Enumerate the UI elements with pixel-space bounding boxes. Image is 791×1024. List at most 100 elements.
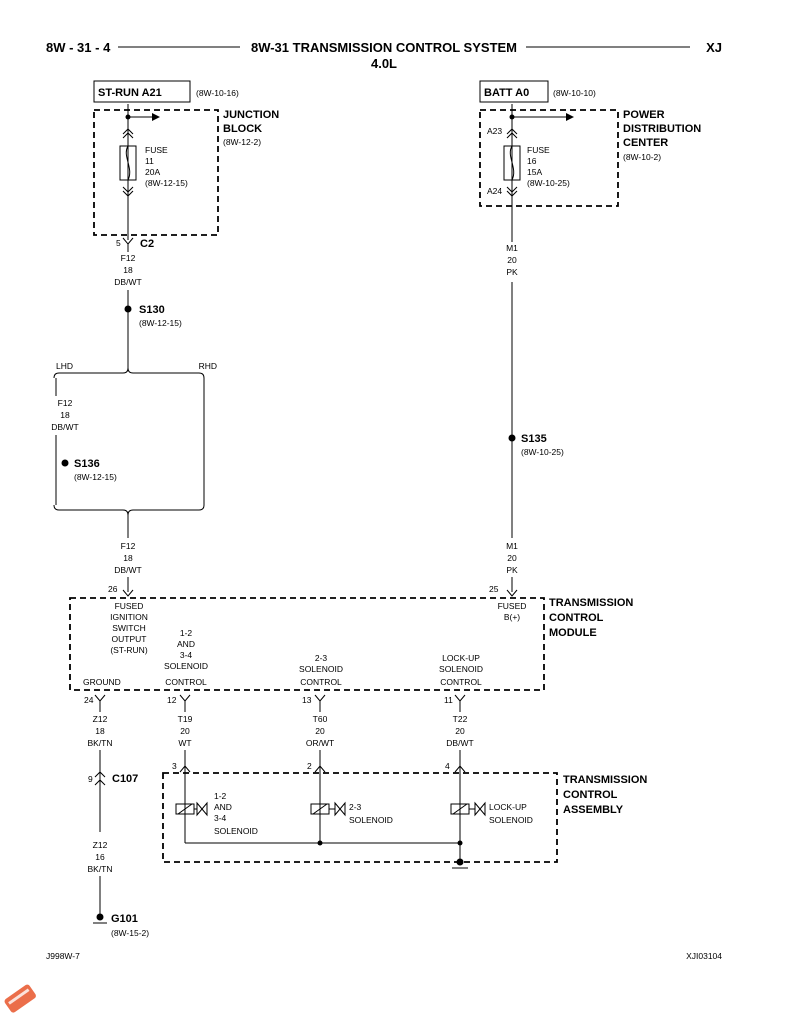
wire-gauge: 20: [315, 726, 325, 736]
vehicle-code: XJ: [706, 40, 722, 55]
pdc-name-3: CENTER: [623, 137, 668, 149]
tca-pin-3: 3: [172, 761, 177, 771]
fuse-16-label: FUSE: [527, 145, 550, 155]
pdc-outline: [479, 109, 619, 207]
connector-chevron-icon: [506, 128, 518, 139]
pdc-ref: (8W-10-2): [623, 152, 661, 162]
fuse-16-number: 16: [527, 156, 537, 166]
wire-color: PK: [506, 565, 518, 575]
wire-gauge: 18: [60, 410, 70, 420]
fused-ign-label: FUSED: [115, 601, 144, 611]
engine-label: 4.0L: [371, 56, 397, 71]
c2-name: C2: [140, 238, 154, 250]
footer-right-code: XJI03104: [686, 951, 722, 961]
sol-23-label: SOLENOID: [299, 664, 343, 674]
lockup-label: LOCK-UP: [442, 653, 480, 663]
wire-color: DB/WT: [51, 422, 78, 432]
batt-label: BATT A0: [484, 87, 529, 99]
solenoid-coil-icon: [177, 803, 193, 815]
junction-block-outline: [93, 109, 219, 236]
pin-connector-icon: [454, 765, 466, 773]
wire-gauge: 18: [123, 553, 133, 563]
sol-12-34-label: 3-4: [180, 650, 193, 660]
connector-chevron-icon: [122, 128, 134, 139]
tcm-pin-26: 26: [108, 584, 118, 594]
lhd-label: LHD: [56, 361, 73, 371]
wire-code: T60: [313, 714, 328, 724]
pin-connector-icon: [94, 694, 106, 702]
pin-connector-icon: [314, 694, 326, 702]
pin-connector-icon: [314, 765, 326, 773]
wire-label-z12-bottom: Z12 16 BK/TN: [87, 840, 112, 874]
junction-block-name-1: JUNCTION: [223, 109, 279, 121]
s135-ref: (8W-10-25): [521, 447, 564, 457]
batt-box: [479, 80, 549, 103]
tca-outline: [162, 772, 558, 863]
fuse-element-icon: [509, 145, 515, 181]
c2-pin: 5: [116, 238, 121, 248]
page-header: 8W - 31 - 4 8W-31 TRANSMISSION CONTROL S…: [46, 40, 722, 71]
fuse-16-rating: 15A: [527, 167, 542, 177]
wire-label-f12-top: F12 18 DB/WT: [114, 253, 141, 287]
ground-dot-icon: [96, 913, 104, 921]
tcm-pin-12: 12: [167, 695, 177, 705]
splice-dot-icon: [61, 459, 69, 467]
wire-gauge: 18: [95, 726, 105, 736]
tca-name-3: ASSEMBLY: [563, 804, 624, 816]
sol-23-label: 2-3: [315, 653, 328, 663]
connector-c107: 9 C107: [88, 771, 138, 786]
sol-12-34-label: 3-4: [214, 813, 227, 823]
transmission-control-module: TRANSMISSION CONTROL MODULE 26 25 FUSED …: [69, 584, 633, 705]
fused-ign-label: SWITCH: [112, 623, 146, 633]
g101-name: G101: [111, 913, 138, 925]
g101-ref: (8W-15-2): [111, 928, 149, 938]
wire-code: F12: [121, 541, 136, 551]
pin-connector-icon: [506, 589, 518, 597]
page-code: 8W - 31 - 4: [46, 40, 111, 55]
wire-color: BK/TN: [87, 738, 112, 748]
fuse-11-icon: [119, 145, 137, 181]
wire-code: F12: [58, 398, 73, 408]
footer-left-code: J998W-7: [46, 951, 80, 961]
fused-ign-label: (ST-RUN): [110, 645, 147, 655]
wire-label-f12-bottom: F12 18 DB/WT: [114, 541, 141, 575]
bus-arrow-icon: [566, 113, 574, 121]
wire-code: T19: [178, 714, 193, 724]
fuse-11-ref: (8W-12-15): [145, 178, 188, 188]
tca-name-2: CONTROL: [563, 789, 618, 801]
ground-label: GROUND: [83, 677, 121, 687]
st-run-label: ST-RUN A21: [98, 87, 162, 99]
solenoid-coil-icon: [452, 803, 468, 815]
fused-b-label: FUSED: [498, 601, 527, 611]
fuse-element-icon: [125, 145, 131, 181]
wire-label-m1-top: M1 20 PK: [506, 243, 518, 277]
lockup-label: SOLENOID: [439, 664, 483, 674]
st-run-box: [93, 80, 191, 103]
tcm-name-3: MODULE: [549, 627, 597, 639]
junction-block-name-2: BLOCK: [223, 123, 262, 135]
junction-dot-icon: [317, 840, 323, 846]
fused-ign-label: OUTPUT: [112, 634, 147, 644]
sol-12-34-label: CONTROL: [165, 677, 207, 687]
batt-source: BATT A0 (8W-10-10): [479, 80, 596, 103]
bus-arrow-icon: [152, 113, 160, 121]
case-ground-dot-icon: [456, 858, 464, 866]
wire-gauge: 20: [180, 726, 190, 736]
fused-b-label: B(+): [504, 612, 520, 622]
tcm-pin-13: 13: [302, 695, 312, 705]
connector-chevron-icon: [122, 186, 134, 197]
pdc-name-1: POWER: [623, 109, 665, 121]
wire-color: DB/WT: [114, 565, 141, 575]
sol-12-34-label: 1-2: [214, 791, 227, 801]
wire-code: M1: [506, 243, 518, 253]
sol-lockup-label: LOCK-UP: [489, 802, 527, 812]
page-title: 8W-31 TRANSMISSION CONTROL SYSTEM: [251, 40, 517, 55]
solenoid-valve-icon: [334, 801, 346, 817]
wire-label-z12-top: Z12 18 BK/TN: [87, 714, 112, 748]
wire-color: OR/WT: [306, 738, 334, 748]
page-footer: J998W-7 XJI03104: [46, 951, 722, 961]
solenoid-valve-icon: [474, 801, 486, 817]
wire-code: M1: [506, 541, 518, 551]
fused-ign-label: IGNITION: [110, 612, 148, 622]
